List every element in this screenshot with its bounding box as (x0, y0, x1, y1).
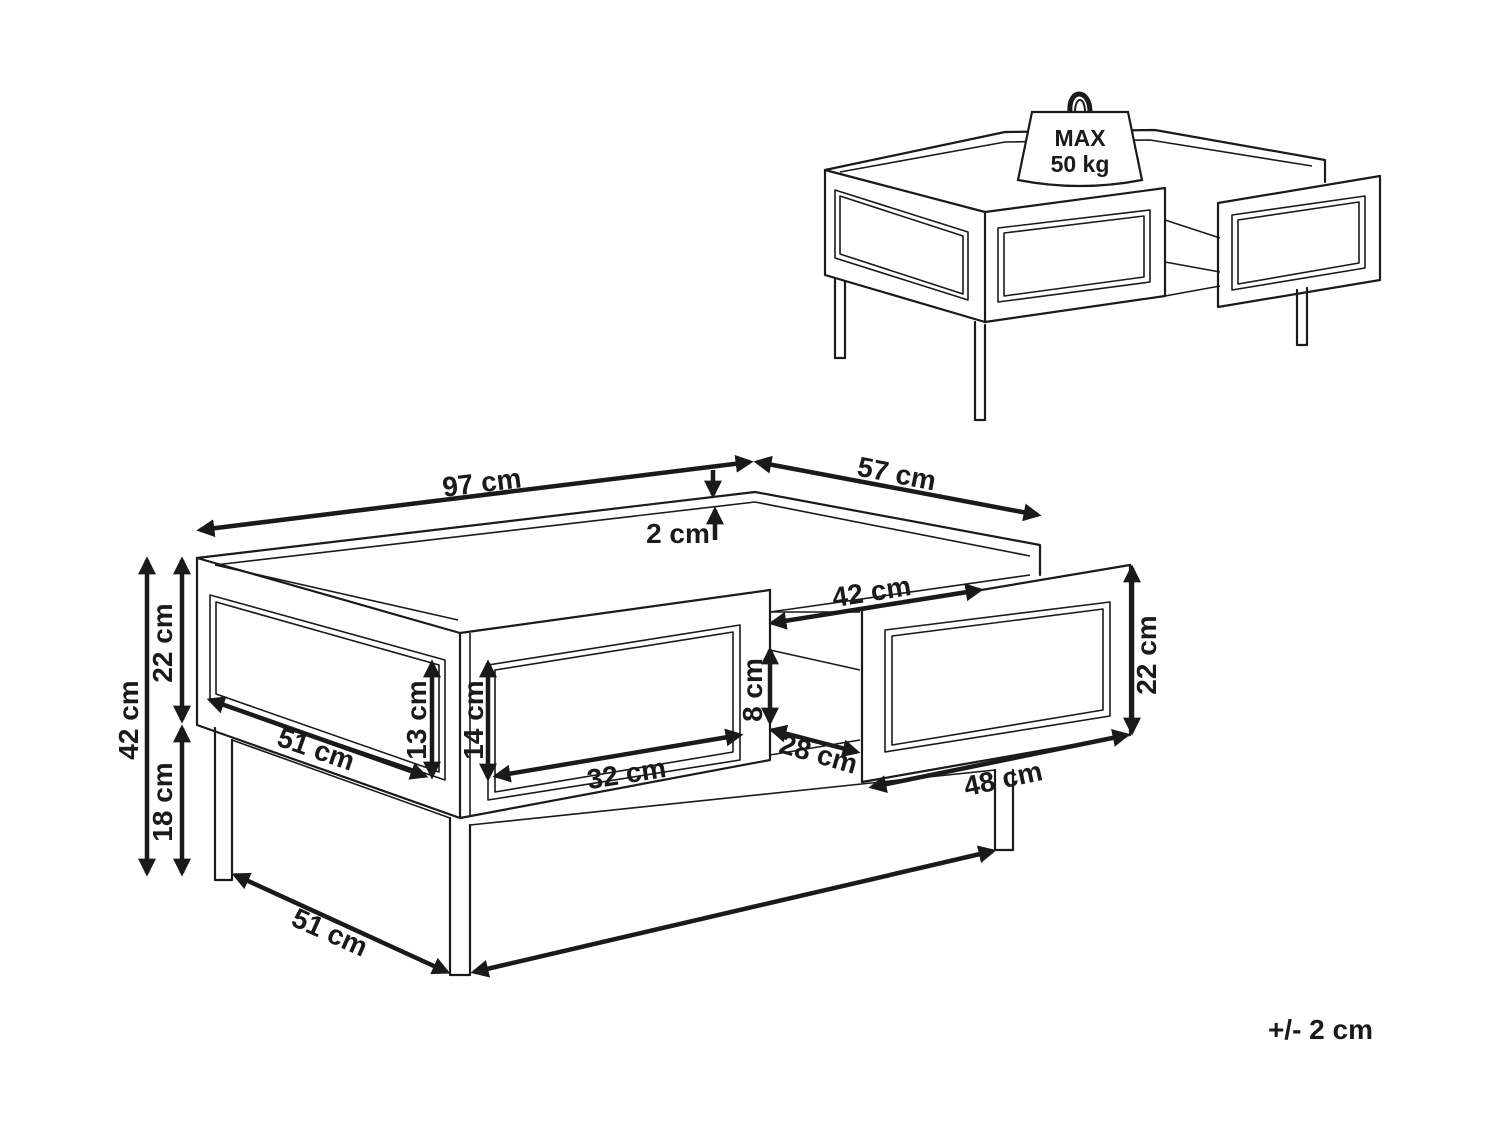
side-panel-width-arrow (206, 696, 429, 780)
front-panel-width-arrow (492, 728, 744, 783)
total-height-label: 42 cm (113, 680, 144, 759)
drawer-front-height-label: 22 cm (1131, 615, 1162, 694)
drawer-front-width-arrow (868, 729, 1131, 793)
small-table-illustration: MAX 50 kg (823, 91, 1382, 422)
drawer-inner-depth-label: 42 cm (830, 570, 913, 613)
body-height-label: 22 cm (147, 603, 178, 682)
width-label: 97 cm (441, 462, 524, 502)
side-panel-height-label: 13 cm (401, 680, 432, 759)
leg-span-depth-label: 51 cm (287, 902, 372, 963)
drawer-inner-depth-arrow (768, 583, 984, 630)
leg-height-label: 18 cm (147, 762, 178, 841)
dimension-arrows (138, 454, 1141, 978)
large-table-illustration (195, 490, 1132, 977)
rim-label: 2 cm (646, 518, 710, 549)
drawer-inner-height-label: 8 cm (737, 658, 768, 722)
drawer-inner-width-label: 28 cm (776, 728, 861, 780)
drawer-inner-width-arrow (768, 724, 861, 758)
weight-limit-value: 50 kg (1051, 151, 1110, 177)
width-arrow (196, 454, 754, 538)
leg-span-width-arrow (470, 845, 997, 978)
leg-span-depth-arrow (231, 872, 451, 975)
depth-arrow (753, 455, 1042, 522)
weight-limit-label: MAX (1054, 125, 1106, 151)
tolerance-note: +/- 2 cm (1268, 1014, 1373, 1045)
front-panel-height-label: 14 cm (458, 680, 489, 759)
